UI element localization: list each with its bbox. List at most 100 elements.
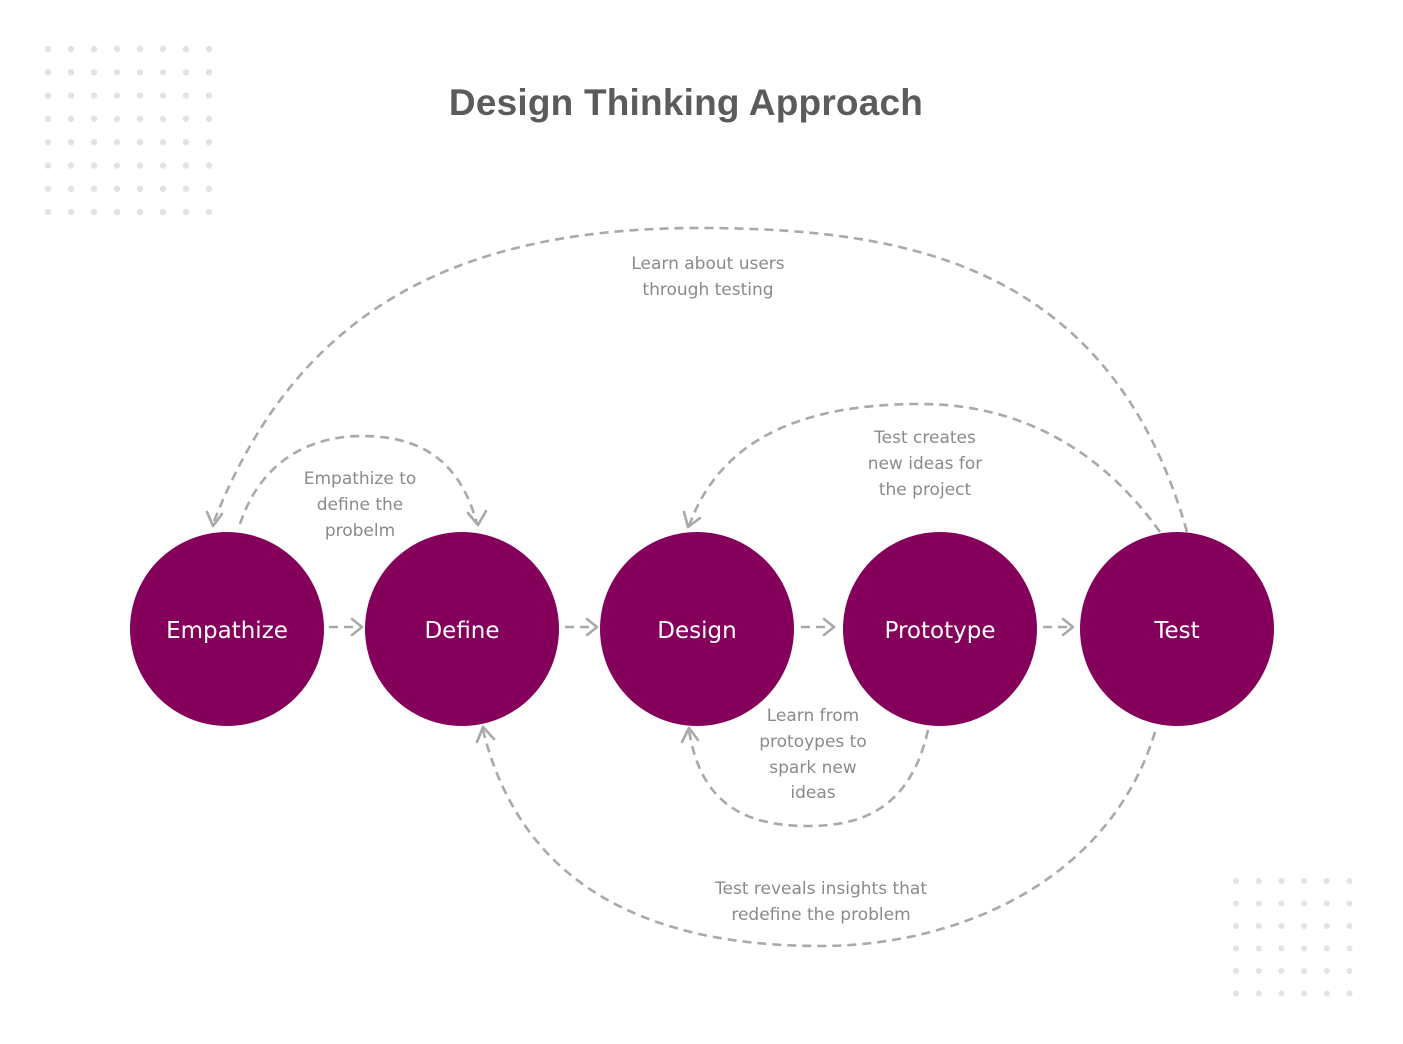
arc-test-to-define <box>481 729 1157 948</box>
decor-dot <box>1323 990 1330 997</box>
decor-dot <box>1346 945 1353 952</box>
decor-dot <box>182 208 190 216</box>
arrowhead-design-top <box>682 510 702 529</box>
note-line: protoypes to <box>759 732 867 752</box>
decor-dot <box>44 115 52 123</box>
decor-dot <box>159 162 167 169</box>
note-line: Test reveals insights that <box>714 879 927 899</box>
decor-dot <box>182 162 190 169</box>
decor-dot <box>136 208 144 216</box>
decor-dot <box>182 45 190 53</box>
decor-dot <box>1301 900 1308 907</box>
decor-dot <box>1323 900 1330 907</box>
decor-dot <box>90 162 98 169</box>
decor-dot <box>1233 968 1239 974</box>
decor-dot <box>136 45 144 53</box>
decor-dot <box>159 185 167 192</box>
decor-dot <box>67 208 75 216</box>
decor-dot <box>44 162 52 169</box>
decor-dot <box>90 69 98 76</box>
decor-dot <box>1278 968 1285 974</box>
decor-dot <box>205 92 213 99</box>
decor-dot <box>1301 968 1308 974</box>
note-line: redefine the problem <box>731 905 910 925</box>
decor-dot <box>44 45 52 53</box>
decor-dot <box>159 69 167 76</box>
stage-label-empathize: Empathize <box>166 618 288 644</box>
decor-dot <box>136 162 144 169</box>
decor-dot <box>1233 990 1239 997</box>
decor-dot <box>44 69 52 76</box>
decor-dot <box>90 139 98 146</box>
decor-dot <box>1255 923 1262 929</box>
decor-dot <box>136 69 144 76</box>
arrowhead-define-top <box>466 509 488 527</box>
decor-dot <box>1301 990 1308 997</box>
note-test-reveals: Test reveals insights that redefine the … <box>714 879 927 925</box>
note-line: Learn about users <box>631 254 784 274</box>
decor-dot <box>1301 878 1308 884</box>
dot-grid-top-left <box>44 45 213 216</box>
stage-circle-empathize <box>130 532 324 726</box>
connector-arrowhead <box>822 617 836 637</box>
decor-dot <box>1301 923 1308 929</box>
decor-dot <box>113 139 121 146</box>
connector-arrowhead <box>350 617 364 637</box>
decor-dot <box>205 69 213 76</box>
decor-dot <box>113 208 121 216</box>
decor-dot <box>67 115 75 123</box>
arrowhead-define-bottom <box>475 725 496 744</box>
note-line: probelm <box>325 521 395 541</box>
decor-dot <box>136 92 144 99</box>
decor-dot <box>1278 878 1285 884</box>
decor-dot <box>67 162 75 169</box>
decor-dot <box>136 185 144 192</box>
note-line: Test creates <box>873 428 976 448</box>
decor-dot <box>205 139 213 146</box>
note-test-creates: Test creates new ideas for the project <box>868 428 983 500</box>
decor-dot <box>159 139 167 146</box>
note-line: define the <box>317 495 404 515</box>
note-learn-prototypes: Learn from protoypes to spark new ideas <box>759 706 867 803</box>
decor-dot <box>113 115 121 123</box>
decor-dot <box>1346 990 1353 997</box>
decor-dot <box>113 69 121 76</box>
stage-label-define: Define <box>424 618 499 644</box>
connector-arrowhead <box>585 617 599 637</box>
arrowhead-design-bottom <box>680 726 700 744</box>
decor-dot <box>205 162 213 169</box>
decor-dot <box>90 115 98 123</box>
decor-dot <box>205 208 213 216</box>
decor-dot <box>159 45 167 53</box>
stage-label-design: Design <box>657 618 736 644</box>
stage-label-test: Test <box>1153 618 1199 644</box>
decor-dot <box>44 208 52 216</box>
stage-test: Test <box>1080 532 1274 726</box>
decor-dot <box>182 139 190 146</box>
decor-dot <box>1323 878 1330 884</box>
decor-dot <box>90 45 98 53</box>
decor-dot <box>113 92 121 99</box>
decor-dot <box>67 139 75 146</box>
stage-empathize: Empathize <box>130 532 324 726</box>
note-line: spark new <box>769 758 857 778</box>
arc-test-to-empathize <box>211 226 1189 533</box>
decor-dot <box>1255 878 1262 884</box>
stage-circle-define <box>365 532 559 726</box>
note-line: ideas <box>790 783 835 803</box>
decor-dot <box>159 92 167 99</box>
decor-dot <box>113 185 121 192</box>
decor-dot <box>1278 923 1285 929</box>
decor-dot <box>205 45 213 53</box>
note-learn-users: Learn about users through testing <box>631 254 784 300</box>
decor-dot <box>182 115 190 123</box>
arc-prototype-to-design <box>687 729 930 828</box>
connector-arrowhead <box>1061 617 1075 637</box>
decor-dot <box>1346 923 1353 929</box>
stage-design: Design <box>600 532 794 726</box>
arc-test-to-design <box>687 402 1162 533</box>
decor-dot <box>44 139 52 146</box>
decor-dot <box>44 185 52 192</box>
